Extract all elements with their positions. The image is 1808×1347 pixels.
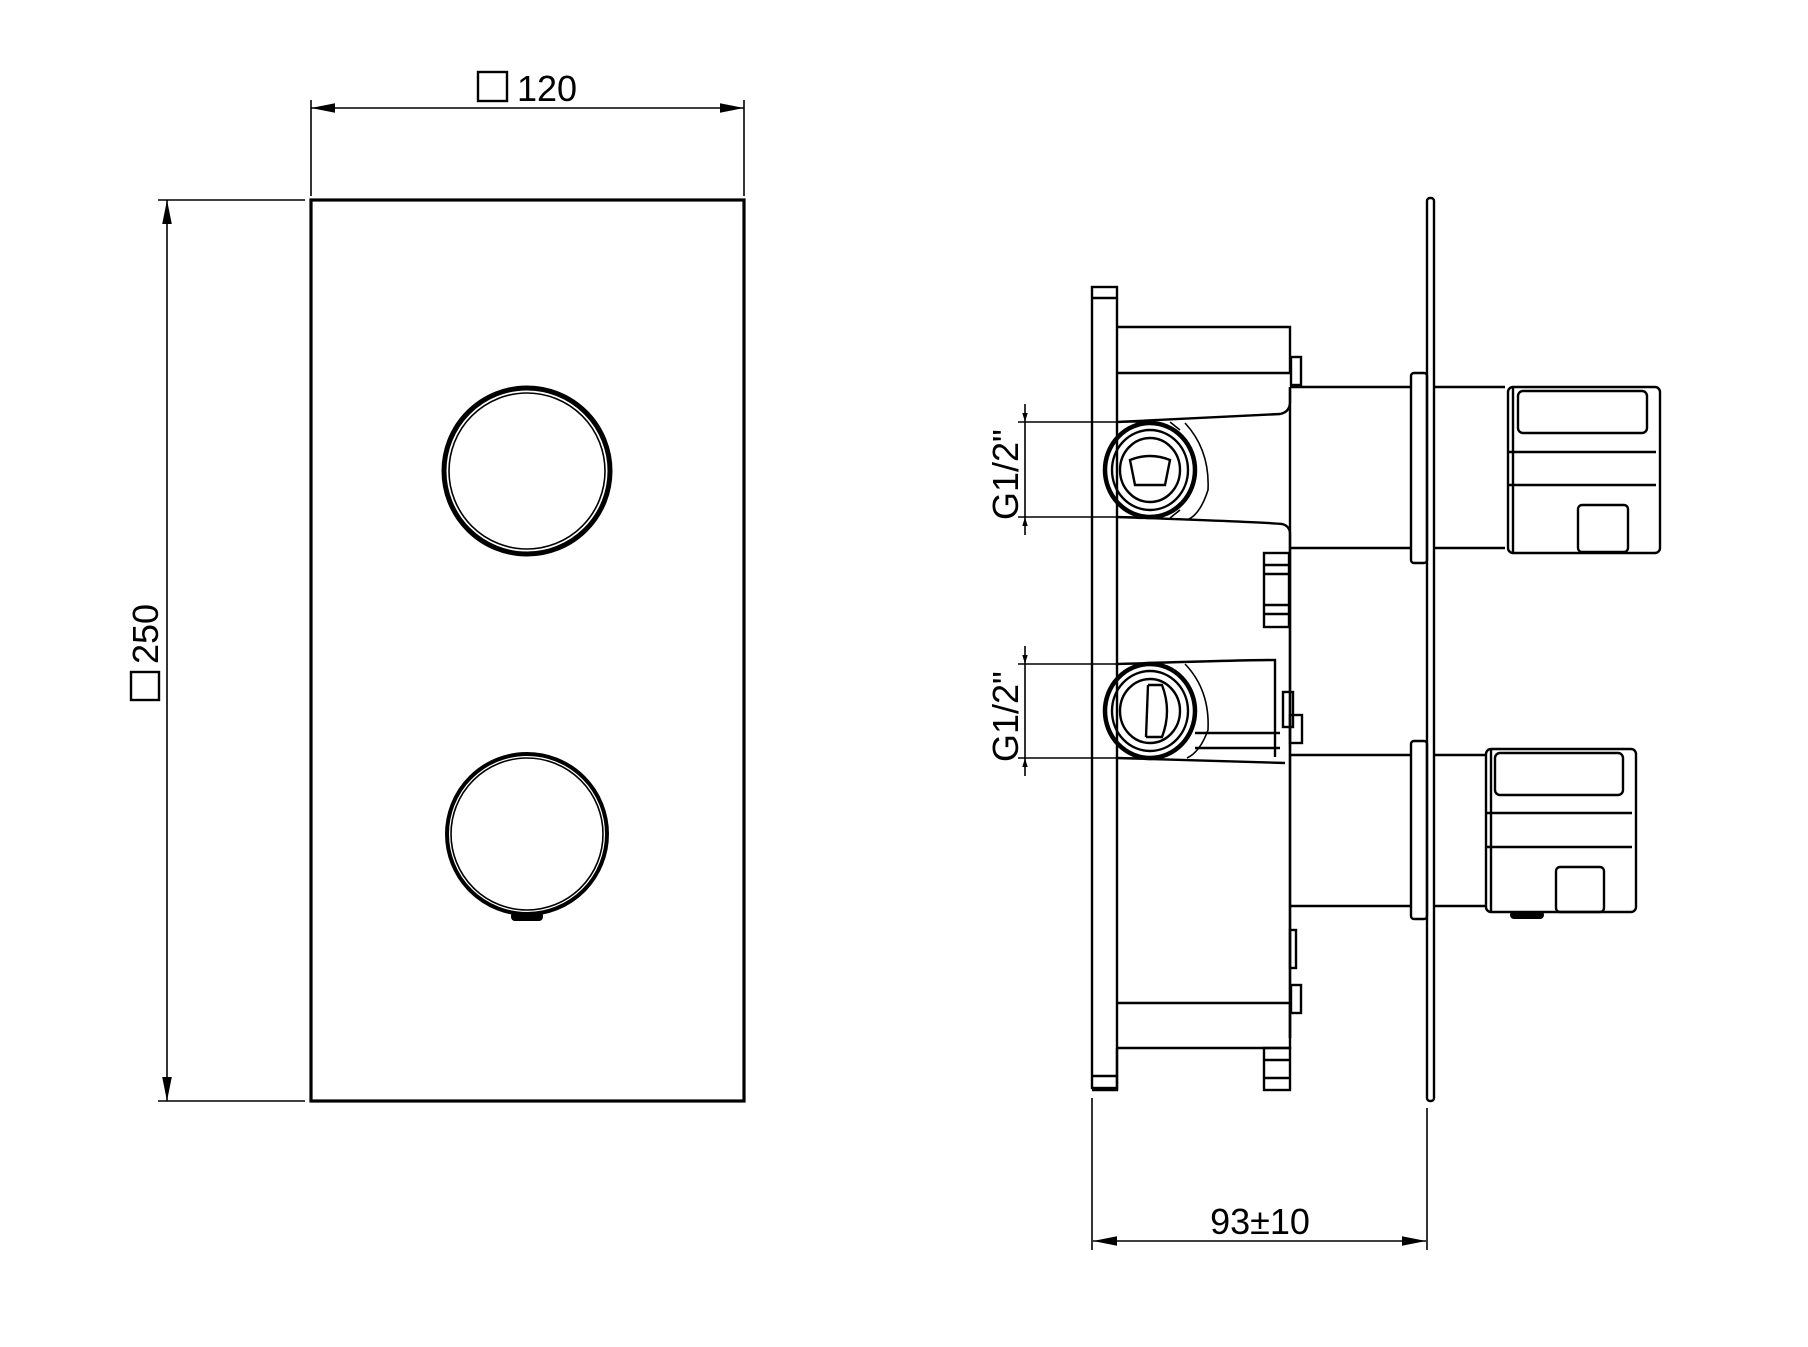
upper-inlet-fitting [1102,420,1209,521]
upper-handle [1506,385,1662,555]
front-view: 120 250 [125,68,746,1103]
lower-connection-dimension: G1/2" [985,646,1140,776]
mounting-plate [1090,285,1119,1090]
knurled-grip [1516,389,1649,435]
lower-connection-label: G1/2" [985,671,1026,762]
width-dimension: 120 [310,68,745,196]
lower-handle [1484,747,1638,919]
square-symbol-icon [476,70,509,103]
handle-indicator-tab [1510,911,1544,919]
width-dimension-value: 120 [517,68,577,109]
square-symbol-icon [129,670,161,702]
upper-knob [441,385,613,557]
lower-inlet-fitting [1102,661,1209,761]
valve-body [1116,387,1304,1038]
cover-plate [309,198,746,1103]
knurled-grip [1554,865,1606,914]
lower-knob [445,752,609,921]
height-dimension-value: 250 [125,604,166,664]
upper-collar [1409,371,1429,565]
height-dimension: 250 [125,199,305,1102]
knob-indicator-tab [511,912,543,921]
depth-dimension-value: 93±10 [1210,1201,1310,1242]
lower-collar [1409,739,1429,921]
lower-cartridge [1290,739,1485,921]
upper-connection-label: G1/2" [985,429,1026,520]
side-view: G1/2" G1/2" 93±10 [985,196,1662,1250]
bottom-bracket [1092,1001,1292,1092]
upper-connection-dimension: G1/2" [985,404,1140,535]
cover-plate-edge [1425,196,1436,1103]
top-bracket [1117,325,1303,387]
upper-cartridge [1290,371,1505,565]
knurled-grip [1576,503,1630,554]
knurled-grip [1493,751,1625,797]
depth-dimension: 93±10 [1091,1098,1428,1250]
